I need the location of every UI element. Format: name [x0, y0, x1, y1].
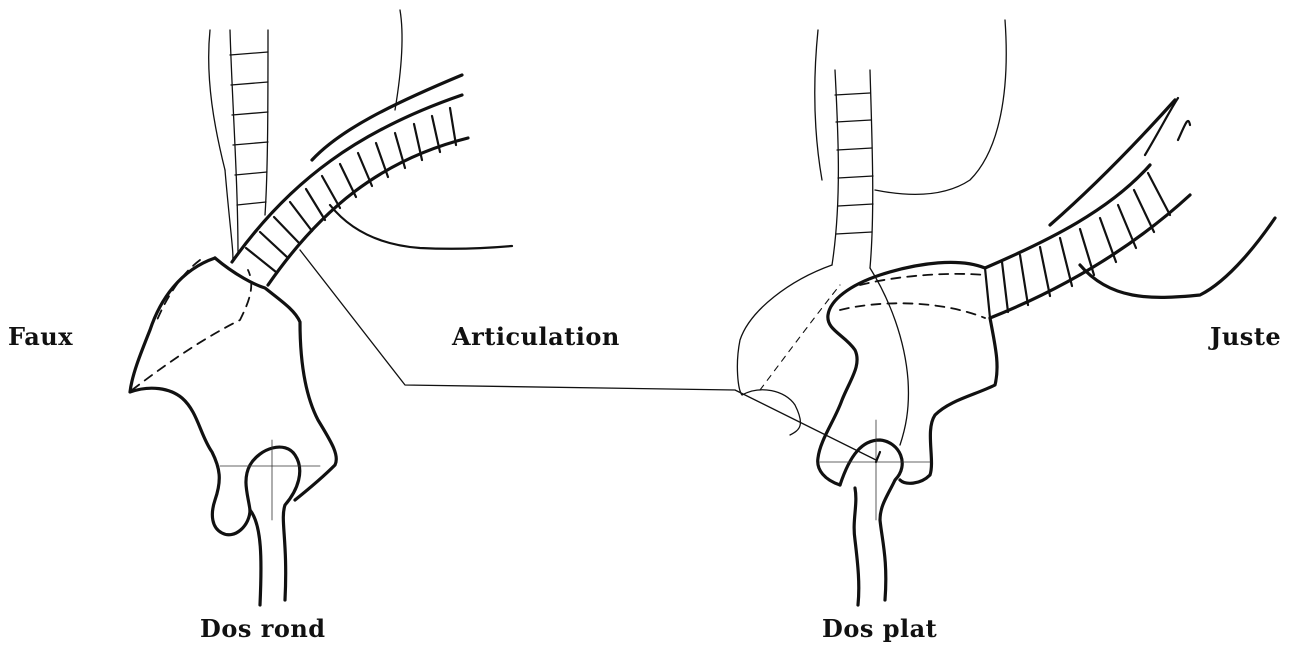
upper-spine-right [832, 70, 873, 268]
articulation-pointer [300, 250, 876, 460]
label-faux: Faux [8, 322, 73, 351]
caption-dos-plat: Dos plat [822, 614, 937, 643]
caption-dos-rond: Dos rond [200, 614, 326, 643]
pelvis-rounded [130, 258, 336, 535]
label-articulation: Articulation [452, 322, 620, 351]
rounded-back-figure [130, 10, 512, 605]
label-juste: Juste [1210, 322, 1281, 351]
femur-left [220, 440, 320, 605]
femur-right [820, 420, 930, 605]
flat-back-figure [737, 20, 1275, 605]
lumbar-spine-flat [985, 98, 1275, 318]
